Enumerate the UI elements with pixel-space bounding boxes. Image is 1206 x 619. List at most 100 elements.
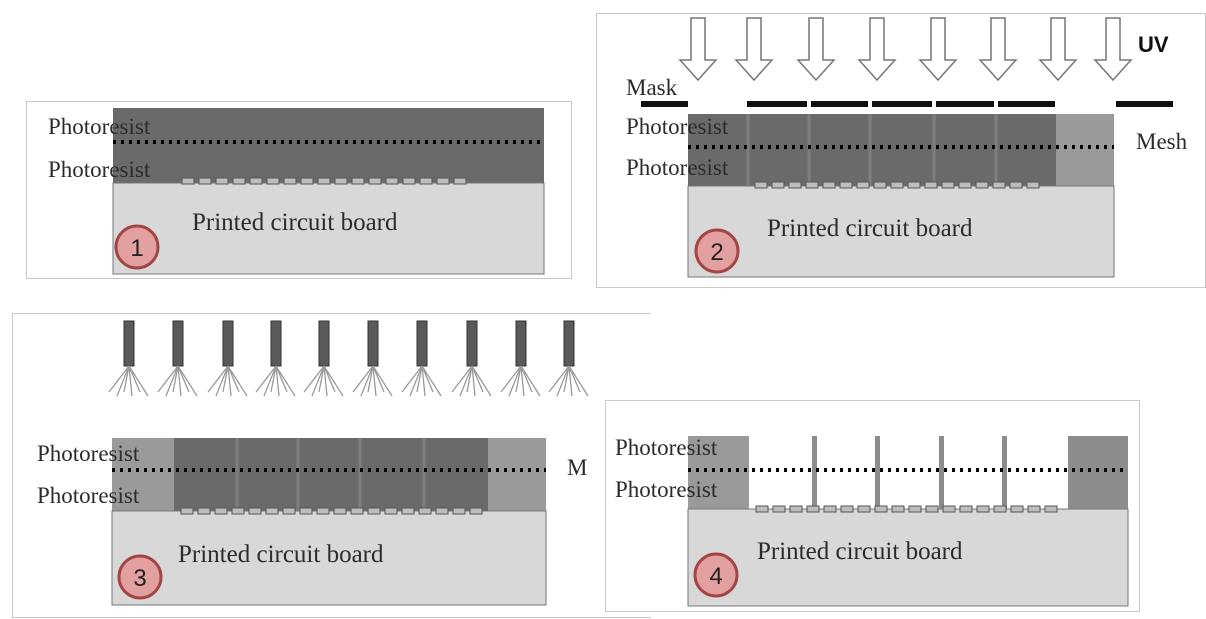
photoresist-remaining	[174, 438, 488, 511]
electrode-pad	[402, 177, 416, 185]
electrode-pad	[232, 177, 246, 185]
spray-nozzle-icon	[401, 320, 442, 397]
electrode-pad	[1026, 181, 1040, 189]
electrode-pad	[214, 507, 228, 515]
step-number: 2	[710, 239, 723, 266]
label-photoresist-bottom: Photoresist	[37, 483, 140, 508]
electrode-pad	[283, 177, 297, 185]
electrode-pad	[823, 505, 837, 513]
electrode-pad	[890, 181, 904, 189]
spray-nozzle-icon	[207, 320, 248, 397]
label-mesh-cut: M	[567, 455, 587, 480]
mask-segments	[641, 101, 1173, 107]
electrode-pad	[993, 505, 1007, 513]
electrode-array	[754, 181, 1040, 189]
electrode-pad	[873, 181, 887, 189]
label-board: Printed circuit board	[192, 209, 398, 236]
electrode-pad	[857, 505, 871, 513]
electrode-pad	[805, 181, 819, 189]
label-photoresist-top: Photoresist	[48, 114, 151, 139]
electrode-pad	[197, 507, 211, 515]
electrode-pad	[265, 507, 279, 515]
spray-nozzle-icon	[451, 320, 492, 397]
uv-arrow-icon	[857, 17, 897, 82]
electrode-pad	[453, 177, 467, 185]
label-board: Printed circuit board	[767, 215, 973, 242]
electrode-pad	[788, 181, 802, 189]
spray-nozzle-icon	[303, 320, 344, 397]
electrode-pad	[839, 181, 853, 189]
electrode-pad	[384, 507, 398, 515]
electrode-pad	[755, 505, 769, 513]
uv-arrow-icon	[796, 17, 836, 82]
electrode-array	[180, 507, 483, 515]
spray-nozzle-icon	[352, 320, 393, 397]
label-photoresist-bottom: Photoresist	[626, 155, 729, 180]
photoresist-exposed	[688, 114, 1056, 186]
exposure-divisions	[746, 114, 998, 186]
electrode-pad	[942, 505, 956, 513]
electrode-pad	[316, 507, 330, 515]
electrode-pad	[282, 507, 296, 515]
step-badge	[693, 552, 739, 598]
electrode-pad	[1044, 505, 1058, 513]
step-badge	[114, 224, 160, 270]
photoresist-edge-right	[488, 438, 546, 511]
exposure-divisions	[235, 438, 426, 511]
spray-nozzle-icon	[548, 320, 589, 397]
electrode-pad	[334, 177, 348, 185]
electrode-pad	[840, 505, 854, 513]
panel-3: Photoresist Photoresist M Printed circui…	[37, 320, 589, 606]
circuit-board	[112, 182, 545, 275]
electrode-pad	[856, 181, 870, 189]
electrode-pad	[771, 181, 785, 189]
electrode-pad	[333, 507, 347, 515]
circuit-board	[687, 185, 1115, 278]
uv-arrow-icon	[734, 17, 774, 82]
electrode-pad	[941, 181, 955, 189]
label-photoresist-bottom: Photoresist	[615, 477, 718, 502]
electrode-pad	[249, 177, 263, 185]
electrode-array	[755, 505, 1058, 513]
electrode-pad	[976, 505, 990, 513]
spray-nozzle-icon	[157, 320, 198, 397]
uv-arrows	[678, 17, 1133, 82]
electrode-pad	[198, 177, 212, 185]
electrode-pad	[975, 181, 989, 189]
label-uv: UV	[1138, 32, 1169, 57]
electrode-pad	[874, 505, 888, 513]
panel-4: Photoresist Photoresist Printed circuit …	[615, 435, 1129, 607]
electrode-pad	[266, 177, 280, 185]
uv-arrow-icon	[978, 17, 1018, 82]
step-number: 3	[133, 565, 146, 592]
micropillars	[812, 436, 1007, 509]
electrode-pad	[215, 177, 229, 185]
electrode-pad	[351, 177, 365, 185]
label-photoresist-top: Photoresist	[615, 435, 718, 460]
photoresist-wall-left	[688, 436, 749, 509]
electrode-pad	[1010, 505, 1024, 513]
electrode-pad	[958, 181, 972, 189]
electrode-pad	[1027, 505, 1041, 513]
electrode-pad	[754, 181, 768, 189]
step-number: 4	[709, 563, 722, 590]
step-number: 1	[130, 235, 143, 262]
circuit-board	[687, 508, 1129, 607]
label-board: Printed circuit board	[757, 538, 963, 565]
electrode-pad	[181, 177, 195, 185]
electrode-pad	[367, 507, 381, 515]
electrode-pad	[1009, 181, 1023, 189]
spray-nozzle-icon	[108, 320, 149, 397]
uv-arrow-icon	[1093, 17, 1133, 82]
photoresist-edge-left	[112, 438, 174, 511]
electrode-pad	[435, 507, 449, 515]
electrode-pad	[469, 507, 483, 515]
electrode-pad	[231, 507, 245, 515]
label-photoresist-top: Photoresist	[626, 114, 729, 139]
uv-arrow-icon	[678, 17, 718, 82]
electrode-pad	[907, 181, 921, 189]
label-board: Printed circuit board	[178, 541, 384, 568]
electrode-pad	[992, 181, 1006, 189]
photoresist-unexposed	[1056, 114, 1114, 186]
